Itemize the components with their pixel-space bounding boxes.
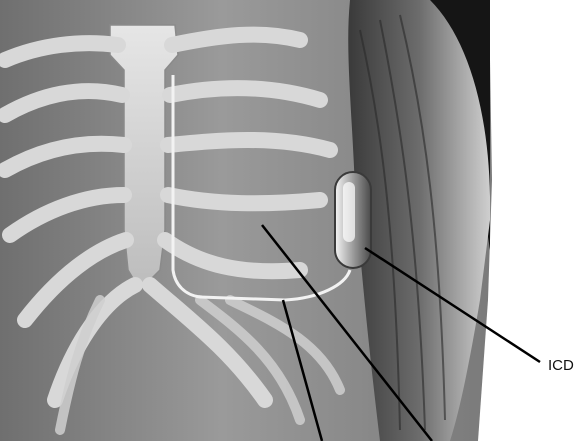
icd-device: [335, 172, 371, 268]
icd-label: ICD: [548, 357, 574, 374]
